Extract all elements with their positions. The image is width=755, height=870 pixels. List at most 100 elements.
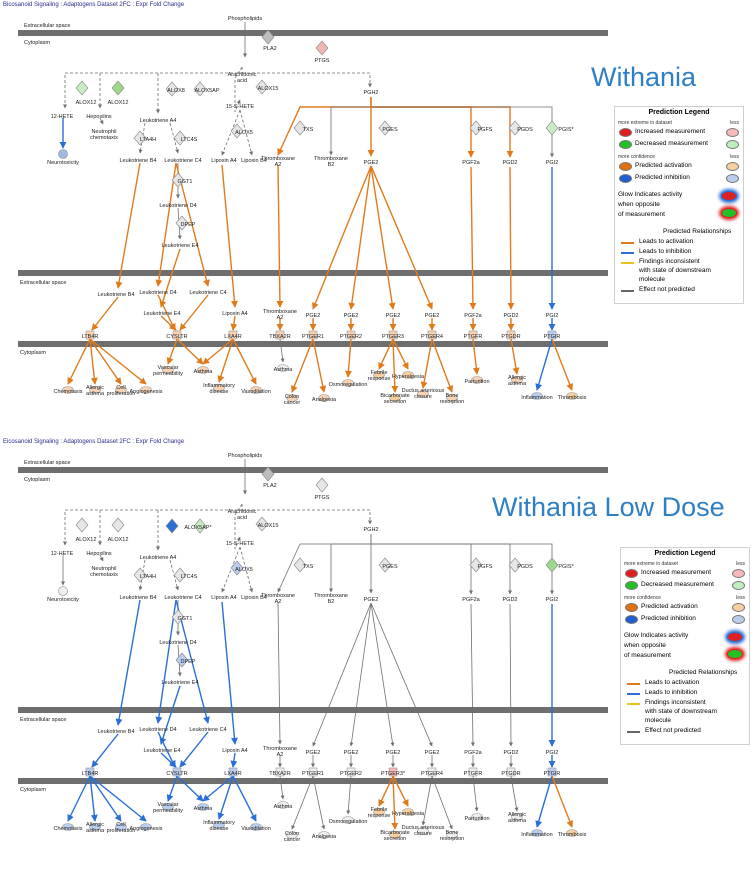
ltc4s-label: LTC4S	[181, 574, 198, 580]
edge	[420, 338, 433, 389]
ptgdr-node	[506, 767, 516, 777]
edge	[91, 733, 119, 768]
edge	[217, 775, 234, 820]
region-label: Cytoplasm	[24, 40, 50, 46]
dpep-node	[175, 652, 189, 668]
pgis-node	[545, 557, 559, 573]
ptger4-label: PTGER4	[421, 771, 443, 777]
legend-label: of measurement	[624, 652, 671, 659]
legend-label: Leads to inhibition	[645, 689, 698, 696]
alox12-label: ALOX12	[76, 100, 97, 106]
ductus-node	[417, 390, 429, 398]
lipoxin-b4-label: Lipoxin B4	[241, 595, 267, 601]
osmoregulation-node	[342, 379, 354, 387]
svg-text:A2: A2	[275, 162, 282, 168]
pgds-label: PGDS	[517, 127, 533, 133]
alox5ap-label: ALOX5AP	[194, 88, 219, 94]
parturition-label: Parturition	[464, 379, 489, 385]
svg-text:Allergic: Allergic	[508, 812, 526, 818]
legend-subtitle: Predicted Relationships	[663, 228, 732, 235]
svg-text:asthma: asthma	[86, 391, 105, 397]
not-predicted-line-swatch	[621, 290, 634, 292]
edge	[221, 546, 241, 593]
svg-text:resorption: resorption	[440, 399, 464, 405]
svg-text:Febrile: Febrile	[371, 370, 388, 376]
svg-text:Thromboxane: Thromboxane	[314, 156, 348, 162]
leukotriene-d4-label: Leukotriene D4	[159, 203, 196, 209]
neurotoxicity-node	[58, 586, 68, 596]
svg-text:Febrile: Febrile	[371, 807, 388, 813]
svg-text:disease: disease	[210, 389, 229, 395]
inhibition-line-swatch	[627, 693, 640, 695]
edge	[160, 752, 177, 768]
neurotoxicity-node	[58, 149, 68, 159]
edge	[242, 509, 372, 525]
legend-label: Increased measurement	[635, 128, 706, 135]
svg-text:Allergic: Allergic	[86, 385, 104, 391]
svg-text:Bone: Bone	[446, 830, 459, 836]
febrile-node	[373, 371, 385, 379]
edge	[179, 731, 209, 768]
pgi2-label: PGI2	[546, 160, 559, 166]
ptger3-label: PTGER3*	[381, 771, 406, 777]
inhibition-line-swatch	[621, 252, 634, 254]
svg-text:Allergic: Allergic	[508, 375, 526, 381]
pgd2-label: PGD2	[504, 750, 519, 756]
inflammation-node	[531, 392, 543, 400]
membrane-top	[18, 467, 608, 473]
svg-text:cancer: cancer	[284, 400, 301, 406]
dpep-node	[175, 215, 189, 231]
pgfs-node	[469, 557, 483, 573]
leukotriene-d4-label: Leukotriene D4	[159, 640, 196, 646]
svg-text:Colon: Colon	[285, 394, 299, 400]
ptgs-node	[315, 477, 329, 493]
allergic-asthma-node	[89, 823, 101, 831]
allergic2-node	[511, 813, 523, 821]
pgi2-label: PGI2	[546, 313, 559, 319]
edge	[115, 599, 141, 726]
pge2-label: PGE2	[425, 750, 440, 756]
alox12-label: ALOX12	[108, 100, 129, 106]
svg-text:Vascular: Vascular	[158, 365, 179, 371]
pgd2-label: PGD2	[503, 160, 518, 166]
svg-text:permeability: permeability	[153, 371, 183, 377]
svg-text:Ductus arteriosus: Ductus arteriosus	[402, 388, 445, 394]
inconsistent-line-swatch	[621, 262, 634, 264]
edge	[329, 106, 371, 156]
region-label: Cytoplasm	[20, 350, 46, 356]
ptgs-label: PTGS	[315, 495, 330, 501]
lta4h-node	[133, 567, 147, 583]
pgd2-label: PGD2	[504, 313, 519, 319]
pla2-label: PLA2	[263, 483, 276, 489]
edge	[63, 504, 243, 546]
legend-label: Leads to activation	[645, 679, 700, 686]
ptgir-node	[547, 330, 557, 340]
txs-node	[293, 557, 307, 573]
legend-label: Effect not predicted	[645, 727, 701, 734]
svg-text:Arachidonic: Arachidonic	[228, 72, 257, 78]
edge	[510, 338, 520, 375]
edge	[221, 601, 238, 745]
increased-light-swatch	[726, 128, 739, 137]
edge	[510, 775, 519, 812]
asthma-node	[277, 364, 289, 372]
decreased-swatch	[625, 581, 638, 590]
pges-node	[378, 557, 392, 573]
svg-text:closure: closure	[414, 831, 432, 837]
alox5-node	[230, 123, 244, 139]
parturition-node	[471, 376, 483, 384]
cysltr-node	[172, 767, 182, 777]
ptger2-label: PTGER2	[340, 771, 362, 777]
